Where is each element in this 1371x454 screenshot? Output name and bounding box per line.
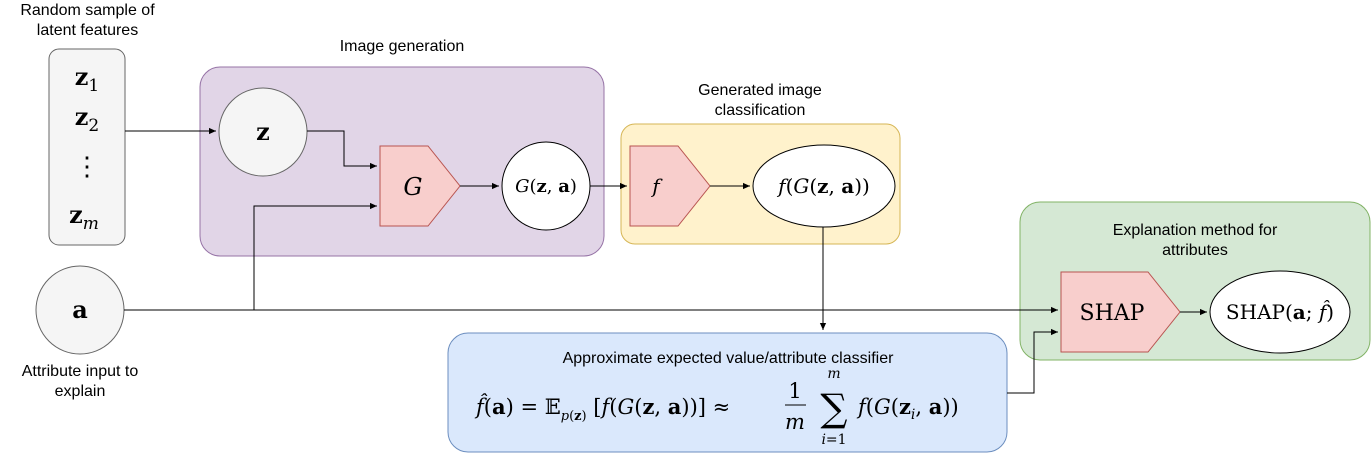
latent-sample-label-line-1: Random sample of [20,2,155,19]
classification-title-line-2: classification [714,102,806,119]
generator-shape [379,145,461,227]
explanation-title-line-2: attributes [1162,242,1228,259]
approximate-classifier-title: Approximate expected value/attribute cla… [562,350,894,367]
z-node [218,87,308,177]
shap-output-node [1209,270,1351,354]
attribute-input-label: Attribute input to explain [0,362,160,402]
explanation-title-line-1: Explanation method for [1112,222,1278,239]
latent-list-box [48,48,126,246]
attribute-input-label-line-2: explain [54,383,106,400]
classifier-shape [629,145,711,227]
svg-text:∑: ∑ [820,386,847,430]
generator-output-label: G(z, a) [515,176,577,197]
image-generation-title: Image generation [339,38,465,55]
classifier-output-node [752,144,896,228]
edge-a-to-generator [253,202,377,310]
svg-text:f(G(zi, a)): f(G(zi, a)) [856,394,959,423]
shap-output-label: SHAP(a; f̂) [1226,300,1334,324]
explanation-title: Explanation method for attributes [1080,221,1310,261]
latent-item-1: z1 [75,62,99,96]
shap-shape [1060,271,1181,353]
svg-text:1: 1 [788,379,801,403]
classification-title: Generated image classification [650,81,870,121]
attribute-input-label-line-1: Attribute input to [21,363,139,380]
latent-item-ellipsis: ⋮ [74,152,100,182]
generator-label: G [403,173,422,201]
svg-text:m: m [827,366,840,382]
z-node-label: z [256,117,270,146]
svg-text:i=1: i=1 [821,432,846,448]
classifier-output-label: f(G(z, a)) [776,174,870,198]
svg-text:m: m [785,410,805,434]
classification-title-line-1: Generated image [698,82,822,99]
latent-sample-label: Random sample of latent features [0,1,175,41]
edge-z-to-generator [307,130,377,170]
edge-approx-to-shap [1007,328,1058,394]
shap-label: SHAP [1080,301,1145,326]
latent-sample-label-line-2: latent features [36,22,139,39]
a-node-label: a [72,295,88,324]
